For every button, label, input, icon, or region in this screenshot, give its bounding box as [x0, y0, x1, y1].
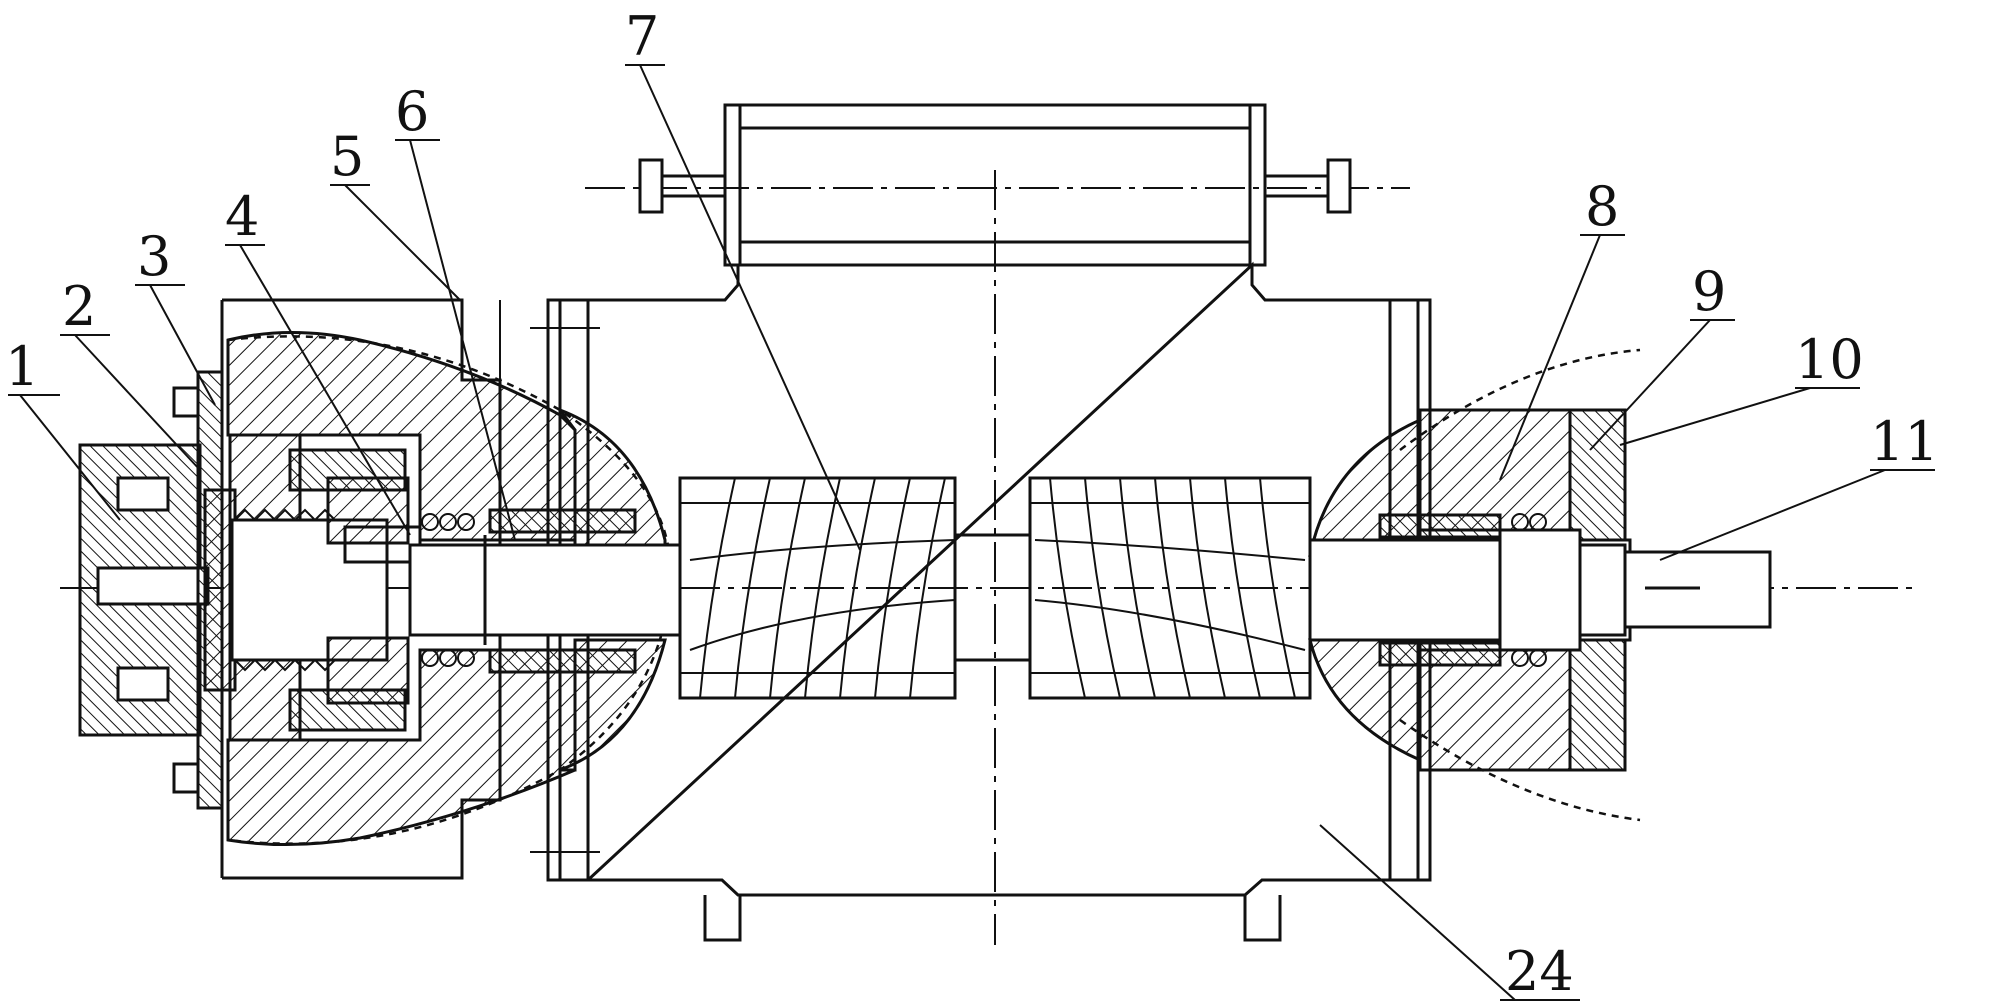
label-7: 7 [625, 5, 659, 68]
label-4: 4 [225, 185, 259, 248]
label-9: 9 [1692, 260, 1726, 323]
leader-lines [8, 64, 1935, 1001]
right-shaft [1308, 513, 1772, 667]
left-end-cap [78, 370, 237, 810]
label-6: 6 [395, 80, 429, 143]
label-2: 2 [62, 275, 96, 338]
label-3: 3 [137, 225, 171, 288]
label-5: 5 [330, 125, 364, 188]
label-11: 11 [1870, 410, 1939, 473]
left-shaft [408, 508, 682, 674]
label-24: 24 [1505, 940, 1574, 1003]
center-lines [60, 170, 1915, 945]
label-1: 1 [5, 335, 39, 398]
label-8: 8 [1585, 175, 1619, 238]
inner-coupling [230, 448, 422, 732]
label-10: 10 [1795, 328, 1864, 391]
part-labels: 1 2 3 4 5 6 7 8 9 10 11 24 [5, 5, 1939, 1003]
top-cylinder [638, 103, 1352, 267]
